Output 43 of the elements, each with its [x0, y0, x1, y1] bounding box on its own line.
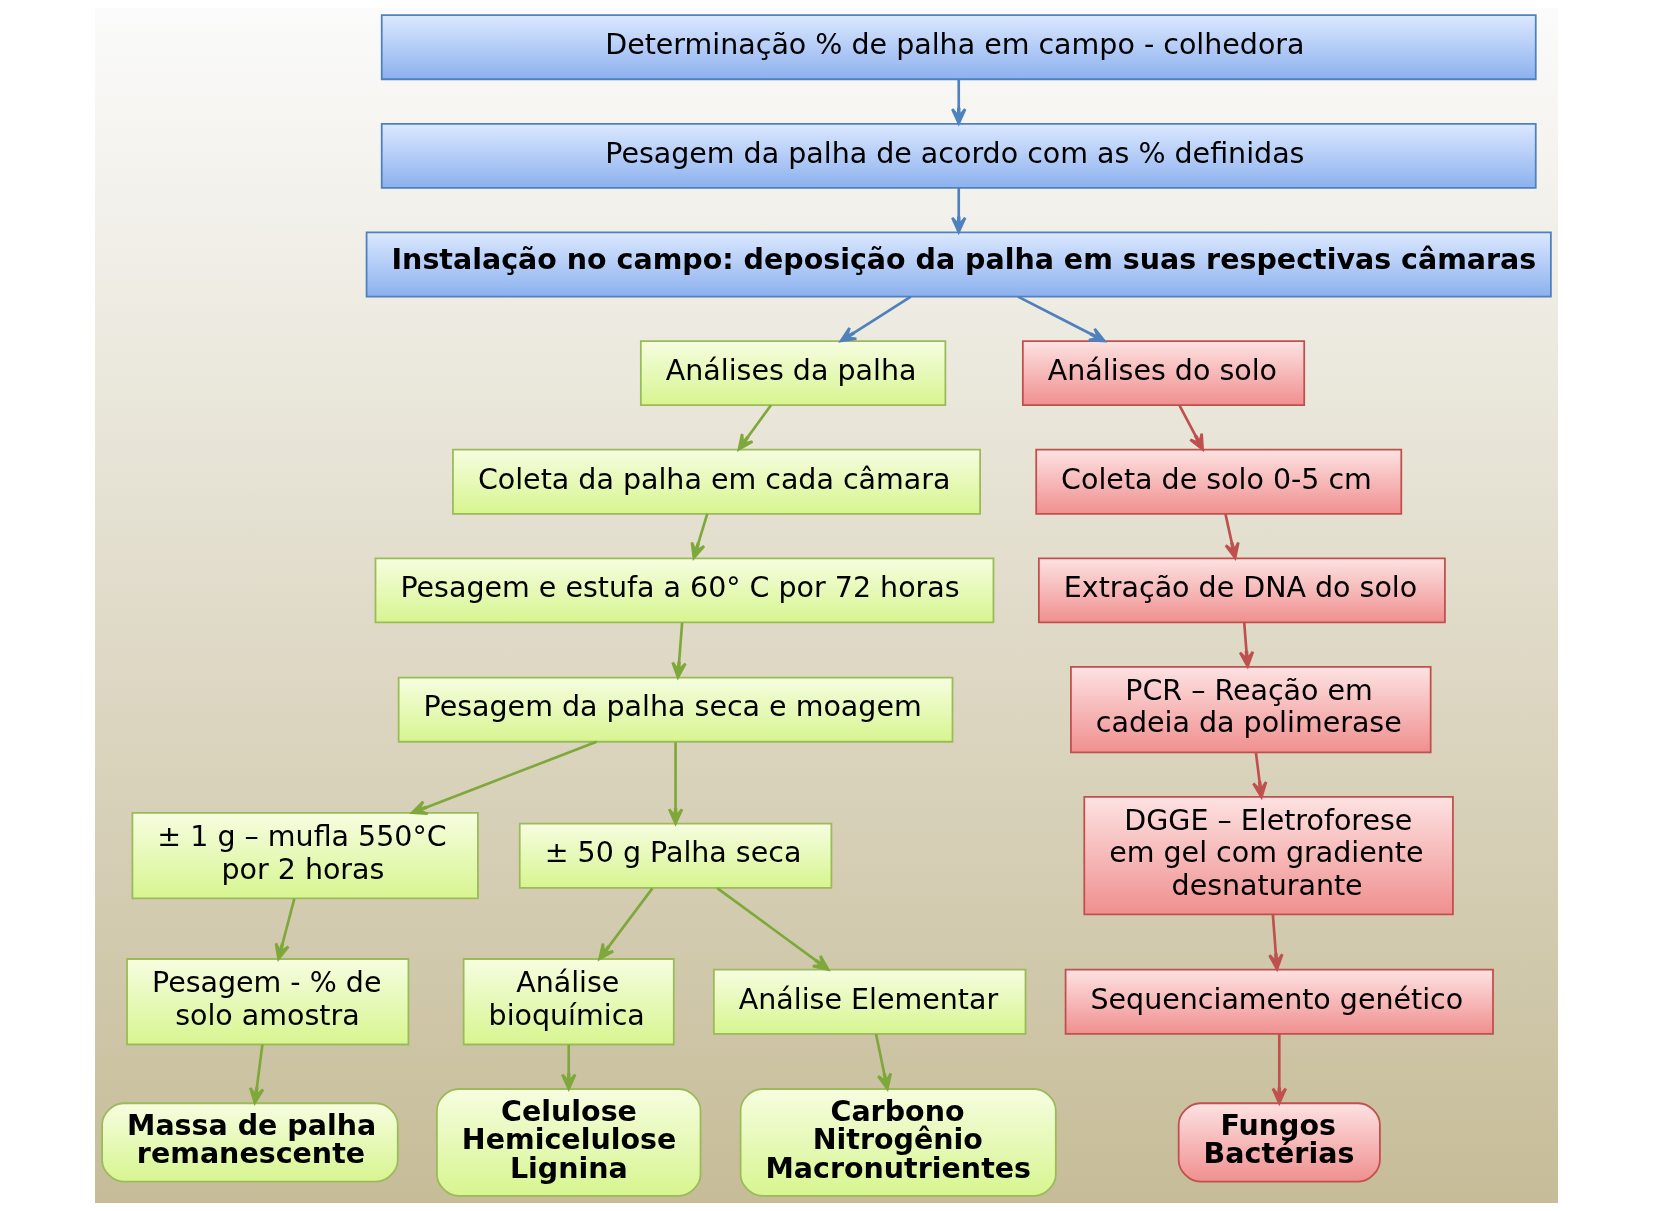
arrow	[874, 1033, 893, 1091]
arrow	[598, 887, 654, 961]
arrow	[1271, 1033, 1288, 1105]
node-box: Extração de DNA do solo	[1037, 557, 1446, 624]
node-box: Análises da palha	[639, 340, 947, 407]
node-box: Sequenciamento genético	[1064, 968, 1494, 1035]
arrow	[1268, 914, 1284, 971]
arrow	[671, 622, 687, 679]
arrow	[249, 1044, 265, 1105]
node-box: Determinação % de palha em campo - colhedora	[380, 14, 1537, 81]
node-box: Carbono Nitrogênio Macronutrientes	[739, 1088, 1057, 1197]
node-box: Análises do solo	[1021, 340, 1306, 407]
arrow	[1178, 404, 1204, 451]
node-box: Massa de palha remanescente	[101, 1102, 399, 1183]
arrow	[690, 513, 709, 560]
arrow	[839, 295, 912, 343]
node-box: DGGE – Eletroforese em gel com gradiente desnaturante	[1083, 796, 1454, 916]
node-box: ± 50 g Palha seca	[518, 822, 833, 889]
node-box: Pesagem da palha seca e moagem	[397, 676, 954, 743]
node-box: ± 1 g – mufla 550°C por 2 horas	[131, 812, 479, 900]
arrow	[560, 1044, 577, 1091]
arrow	[716, 887, 830, 971]
node-box: Pesagem - % de solo amostra	[126, 958, 410, 1046]
node-box: Análise Elementar	[712, 968, 1027, 1035]
arrow	[410, 740, 598, 815]
arrow	[1224, 513, 1240, 560]
node-box: Pesagem da palha de acordo com as % definidas	[380, 122, 1537, 189]
node-box: Coleta da palha em cada câmara	[452, 448, 981, 515]
arrow	[951, 188, 967, 234]
arrow	[667, 742, 684, 825]
node-box: Pesagem e estufa a 60° C por 72 horas	[374, 557, 995, 624]
node-box: Coleta de solo 0-5 cm	[1035, 448, 1403, 515]
arrow	[1017, 295, 1106, 343]
node-box: Instalação no campo: deposição da palha em suas respectivas câmaras	[365, 231, 1552, 298]
node-box: PCR – Reação em cadeia da polimerase	[1070, 666, 1432, 754]
arrow	[274, 898, 296, 961]
arrow	[737, 404, 773, 451]
node-box: Análise bioquímica	[462, 958, 675, 1046]
node-box: Fungos Bactérias	[1177, 1102, 1381, 1183]
arrow	[1252, 752, 1268, 799]
arrow	[1238, 622, 1255, 668]
node-box: Celulose Hemicelulose Lignina	[436, 1088, 702, 1197]
arrow	[951, 79, 967, 125]
